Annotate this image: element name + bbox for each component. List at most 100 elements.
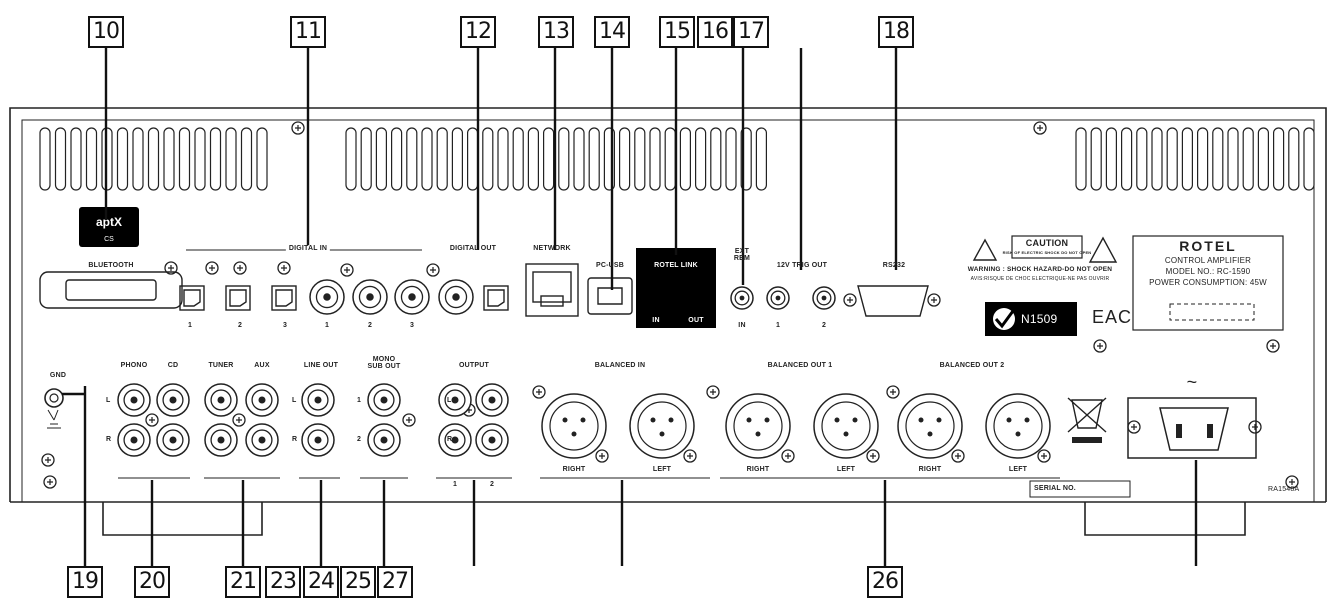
rca-jack-ring: [123, 389, 145, 411]
output-r-label: R: [447, 436, 453, 443]
screw-slot: [890, 389, 896, 395]
rs232-port: [857, 285, 929, 317]
label-output: OUTPUT: [459, 362, 489, 369]
vent-slot: [1303, 127, 1315, 191]
xlr-pin: [834, 417, 840, 423]
screw-slot: [1097, 343, 1103, 349]
vent-slot: [1181, 127, 1194, 191]
ac-inlet: [1127, 397, 1257, 459]
optical-port: [271, 285, 297, 311]
lineout-r-label: R: [292, 436, 298, 443]
rca-jack-pin: [451, 436, 459, 444]
bluetooth-antenna: [39, 271, 183, 309]
right-foot: [1084, 502, 1246, 536]
vent-slot: [740, 127, 752, 191]
xlr-pin: [852, 417, 858, 423]
rca-jack-ring: [123, 429, 145, 451]
callout-24: 24: [303, 566, 339, 598]
rca-jack-pin: [488, 436, 496, 444]
xlr-pin: [1024, 417, 1030, 423]
output-1-label: 1: [452, 481, 458, 488]
usb-port: [587, 277, 633, 315]
screw-slot: [406, 417, 412, 423]
vent-slot: [542, 127, 555, 191]
vent-slot: [209, 127, 222, 191]
callout-18: 18: [878, 16, 914, 48]
caution-warning-fr: AVIS:RISQUE DE CHOC ELECTRIQUE-NE PAS OU…: [970, 276, 1110, 282]
vent-slot: [618, 127, 631, 191]
vent-slot: [558, 127, 570, 191]
screw-slot: [209, 265, 215, 271]
vent-slot: [391, 127, 403, 191]
rca-jack-ring: [816, 290, 832, 306]
bal-out2-left-label: LEFT: [1008, 466, 1028, 473]
rca-jack-pin: [217, 396, 225, 404]
label-tuner: TUNER: [208, 362, 234, 369]
caution-title: CAUTION: [1025, 238, 1069, 248]
bal-out1-left-label: LEFT: [836, 466, 856, 473]
vent-slot: [1136, 127, 1148, 191]
optical-3-label: 3: [282, 322, 288, 329]
callout-19: 19: [67, 566, 103, 598]
rca-jack-ring: [734, 290, 750, 306]
vent-slot: [1090, 127, 1102, 191]
vent-slot: [116, 127, 129, 191]
label-digital-in: DIGITAL IN: [285, 245, 331, 252]
screw-slot: [536, 389, 542, 395]
label-model-code: RA1548A: [1268, 486, 1300, 493]
callout-15: 15: [659, 16, 695, 48]
callout-27: 27: [377, 566, 413, 598]
vent-slot: [1242, 127, 1254, 191]
rca-jack-ring: [481, 389, 503, 411]
label-aux: AUX: [254, 362, 270, 369]
screw-slot: [237, 265, 243, 271]
label-rotel-link: ROTEL LINK: [654, 262, 698, 269]
xlr-pin: [650, 417, 656, 423]
xlr-connector: [813, 393, 879, 459]
vent-slot: [497, 127, 509, 191]
callout-26: 26: [867, 566, 903, 598]
vent-slot: [240, 127, 253, 191]
vent-slot: [163, 127, 175, 191]
rca-jack-pin: [217, 436, 225, 444]
screw-slot: [1289, 479, 1295, 485]
rca-jack-pin: [821, 295, 827, 301]
chassis-outline: [9, 107, 1327, 502]
left-foot: [102, 502, 263, 536]
rca-jack-ring: [481, 429, 503, 451]
vent-slot: [178, 127, 191, 191]
rca-jack-ring: [358, 285, 382, 309]
vent-slot: [679, 127, 692, 191]
vent-slot: [725, 127, 737, 191]
vent-slot: [406, 127, 418, 191]
xlr-pin: [843, 431, 849, 437]
vent-slot: [1227, 127, 1239, 191]
rca-jack-ring: [251, 429, 273, 451]
output-2-label: 2: [489, 481, 495, 488]
rca-jack-pin: [323, 293, 331, 301]
plate-line2: MODEL NO.: RC-1590: [1165, 267, 1251, 276]
vent-slot: [573, 127, 585, 191]
rca-jack-pin: [258, 436, 266, 444]
xlr-inner: [733, 401, 783, 451]
rca-jack-pin: [169, 396, 177, 404]
screw-slot: [47, 479, 53, 485]
screw-slot: [1270, 343, 1276, 349]
rca-jack-ring: [162, 389, 184, 411]
label-mono-sub-out: MONO SUB OUT: [367, 356, 401, 370]
xlr-inner: [905, 401, 955, 451]
screw-slot: [236, 417, 242, 423]
rca-jack-pin: [739, 295, 745, 301]
callout-25: 25: [340, 566, 376, 598]
output-l-label: L: [447, 397, 452, 404]
vent-slot: [256, 127, 268, 191]
vent-slot: [664, 127, 676, 191]
mono-1-label: 1: [357, 397, 362, 404]
xlr-pin: [562, 417, 568, 423]
label-balanced-in: BALANCED IN: [594, 362, 646, 369]
screw-slot: [710, 389, 716, 395]
label-phono: PHONO: [120, 362, 148, 369]
vent-slot: [1166, 127, 1178, 191]
